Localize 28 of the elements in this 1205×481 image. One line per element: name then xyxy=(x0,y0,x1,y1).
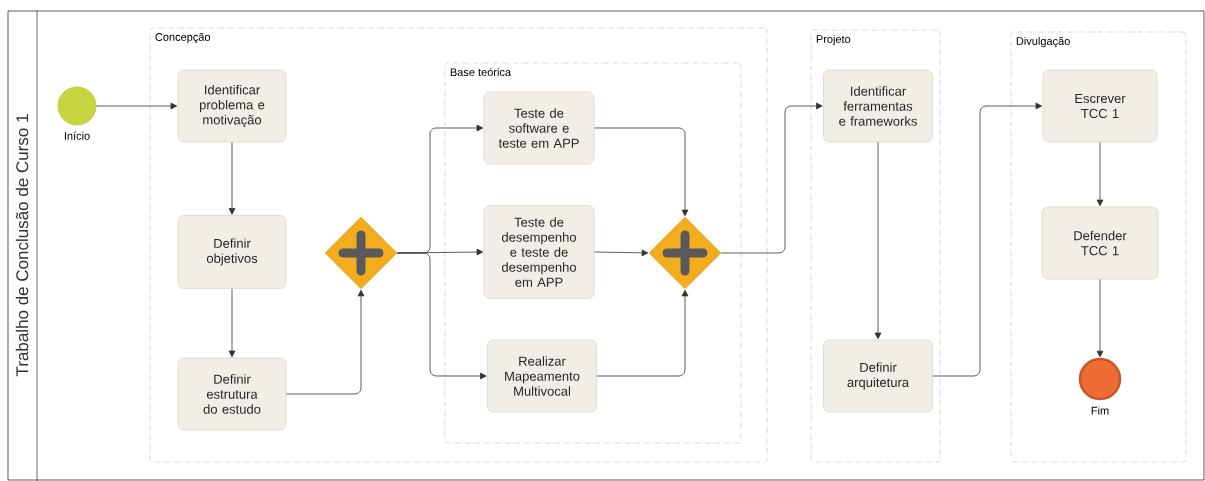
arrow xyxy=(594,249,649,257)
arrow xyxy=(720,102,823,254)
arrow xyxy=(874,142,882,340)
arrow xyxy=(1096,142,1104,207)
gateway-diamond xyxy=(648,216,722,290)
arrow xyxy=(932,102,1043,377)
arrow xyxy=(396,252,487,380)
task-box: Escrever TCC 1 xyxy=(1042,69,1158,143)
task-box: Identificar ferramentas e frameworks xyxy=(823,69,933,143)
pool-title: Trabalho de Conclusão de Curso 1 xyxy=(15,114,29,377)
arrow xyxy=(228,288,236,358)
task-box: Teste de software e teste em APP xyxy=(483,91,595,165)
arrow xyxy=(286,289,365,395)
arrow xyxy=(96,102,178,110)
arrow xyxy=(596,289,689,377)
event-label: Início xyxy=(64,131,90,140)
task-box: Teste de desempenho e teste de desempenho em APP xyxy=(483,205,595,299)
task-box: Definir estrutura do estudo xyxy=(177,357,287,431)
event-label: Fim xyxy=(1091,406,1109,415)
task-box: Definir objetivos xyxy=(177,215,287,289)
arrow xyxy=(594,127,689,217)
task-box: Defender TCC 1 xyxy=(1041,206,1159,280)
task-box: Identificar problema e motivação xyxy=(177,69,287,143)
gateway-diamond xyxy=(324,216,398,290)
task-box: Definir arquitetura xyxy=(823,339,933,413)
arrow xyxy=(1096,279,1104,358)
task-box: Realizar Mapeamento Multivocal xyxy=(487,339,597,413)
arrow xyxy=(228,142,236,215)
